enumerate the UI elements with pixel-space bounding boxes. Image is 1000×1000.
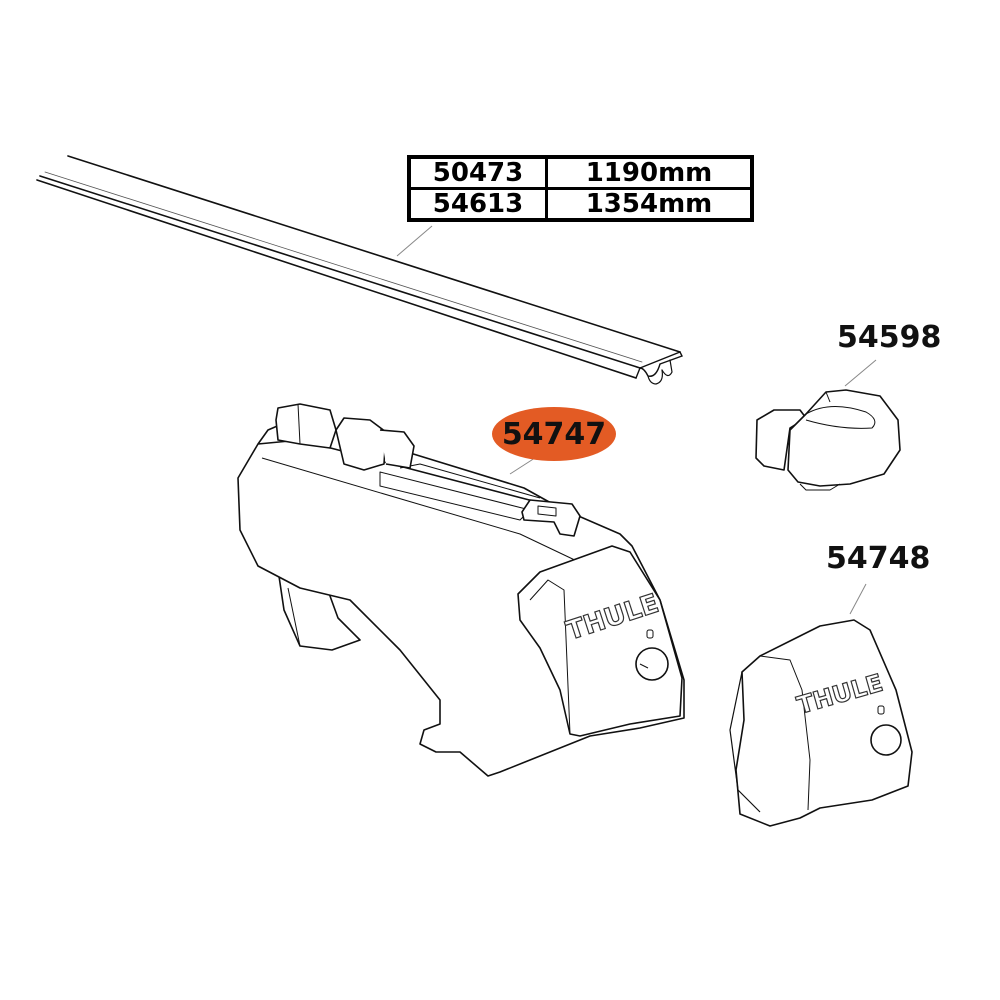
bar-length-table: 50473 1190mm 54613 1354mm <box>407 155 754 222</box>
length-cell: 1190mm <box>545 155 754 190</box>
foot-cover-drawing <box>729 619 913 827</box>
foot-part-number-badge: 54747 <box>492 407 616 461</box>
end-cap-part-number: 54598 <box>837 320 942 355</box>
end-cap-drawing <box>755 389 901 491</box>
table-row: 54613 1354mm <box>407 187 754 222</box>
foot-drawing <box>237 403 685 777</box>
end-cap-leader-line <box>844 359 877 387</box>
bar-leader-line <box>396 225 433 257</box>
foot-cover-leader-line <box>849 583 867 615</box>
part-number-cell: 50473 <box>407 155 548 190</box>
roof-bar-drawing <box>36 155 683 385</box>
part-number-cell: 54613 <box>407 187 548 222</box>
foot-cover-part-number: 54748 <box>826 541 931 576</box>
length-cell: 1354mm <box>545 187 754 222</box>
table-row: 50473 1190mm <box>407 155 754 190</box>
